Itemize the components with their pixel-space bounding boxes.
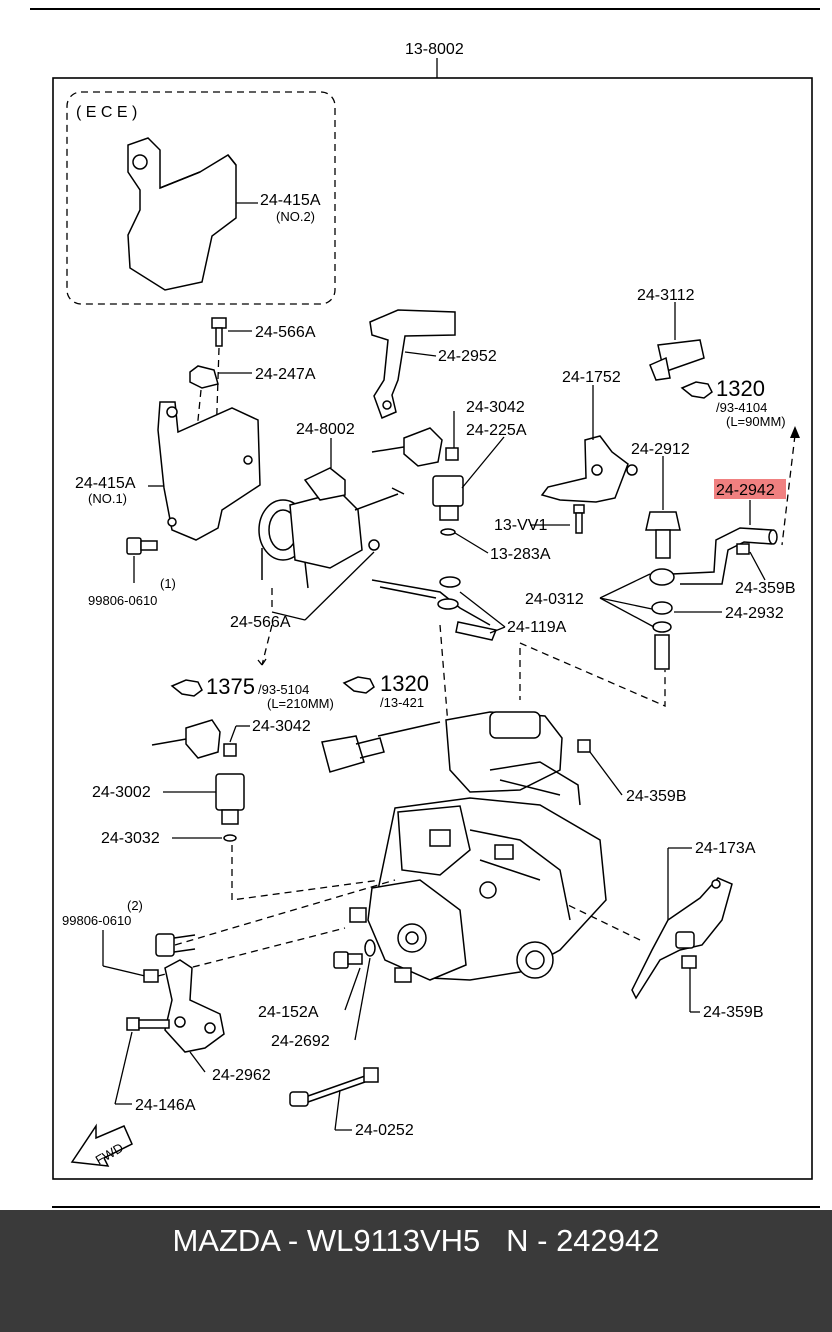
- screw-24-0252-part: [289, 1067, 379, 1107]
- plug-24-3112-part: [649, 339, 705, 381]
- label-24-2962: 24-2962: [212, 1067, 271, 1084]
- label-24-2942: 24-2942: [716, 482, 775, 499]
- screw-13-vv1-part: [573, 504, 585, 534]
- bracket-24-1752-part: [540, 435, 638, 503]
- label-99806-2-index: (2): [127, 898, 143, 913]
- label-24-173a: 24-173A: [695, 840, 756, 857]
- label-24-146a: 24-146A: [135, 1097, 196, 1114]
- label-24-2932: 24-2932: [725, 605, 784, 622]
- injection-pump-part: [349, 711, 607, 983]
- ref-1375-number: 1375: [206, 674, 255, 699]
- fwd-arrow-icon: FWD: [70, 1123, 133, 1168]
- ref-1375: 1375 /93-5104 (L=210MM): [170, 674, 334, 711]
- label-13-vv1: 13-VV1: [494, 517, 547, 534]
- bolt-24-359b-2-part: [577, 739, 591, 753]
- linkage-24-119a-part: [371, 576, 498, 641]
- ref-1320-a-note: (L=90MM): [726, 414, 786, 429]
- ref-1375-note: (L=210MM): [267, 696, 334, 711]
- lever-24-173a-part: [631, 877, 733, 1000]
- label-24-2692: 24-2692: [271, 1033, 330, 1050]
- nut-24-247a-part: [189, 365, 219, 389]
- actuator-24-8002-part: [258, 467, 405, 589]
- connector-part: [321, 721, 441, 773]
- label-24-3112: 24-3112: [637, 287, 695, 304]
- bracket-24-2962-part: [164, 959, 225, 1053]
- label-13-283a: 13-283A: [490, 546, 551, 563]
- label-24-152a: 24-152A: [258, 1004, 319, 1021]
- label-no1: (NO.1): [88, 491, 127, 506]
- bolt-99806-2-part: [143, 969, 159, 983]
- label-99806-2: 99806-0610: [62, 913, 131, 928]
- label-24-3002: 24-3002: [92, 784, 151, 801]
- label-99806-1-index: (1): [160, 576, 176, 591]
- bracket-no2-part: [127, 137, 237, 291]
- sensor-mid-part: [151, 719, 245, 842]
- label-24-0312: 24-0312: [525, 591, 584, 608]
- footer-caption: MAZDA - WL9113VH5 N - 242942: [172, 1223, 660, 1258]
- label-24-247a: 24-247A: [255, 366, 316, 383]
- label-24-1752: 24-1752: [562, 369, 621, 386]
- label-24-415a-no2: 24-415A: [260, 192, 321, 209]
- parts-diagram: 13-8002 ( E C E ) 24-415A (NO.2) 24-566A…: [30, 8, 820, 1208]
- label-24-566a-top: 24-566A: [255, 324, 316, 341]
- sensor-top-part: [371, 427, 464, 536]
- ece-label: ( E C E ): [76, 104, 137, 121]
- label-24-225a: 24-225A: [466, 422, 527, 439]
- bolt-99806-1-part: [126, 537, 158, 555]
- label-24-8002: 24-8002: [296, 421, 355, 438]
- ref-1320-b-number: 1320: [380, 671, 429, 696]
- pipe-24-2942-part: [671, 527, 778, 585]
- label-24-3042-top: 24-3042: [466, 399, 525, 416]
- bracket-24-2952-part: [369, 309, 456, 420]
- label-24-2952: 24-2952: [438, 348, 497, 365]
- label-no2: (NO.2): [276, 209, 315, 224]
- label-24-2912: 24-2912: [631, 441, 690, 458]
- ref-1375-sub: /93-5104: [258, 682, 309, 697]
- ece-box: [66, 91, 336, 305]
- ref-1320-a-number: 1320: [716, 376, 765, 401]
- label-24-119a: 24-119A: [507, 619, 567, 636]
- ref-1320-a: 1320 /93-4104 (L=90MM): [680, 376, 786, 429]
- bracket-no1-part: [157, 401, 261, 541]
- label-24-3042-mid: 24-3042: [252, 718, 311, 735]
- fitting-part: [155, 933, 196, 957]
- ref-1320-a-sub: /93-4104: [716, 400, 767, 415]
- bolt-24-146a-part: [126, 1017, 170, 1031]
- label-24-415a-no1: 24-415A: [75, 475, 136, 492]
- top-assembly-label: 13-8002: [405, 41, 464, 58]
- bolt-24-152a-part: [333, 939, 376, 969]
- label-24-0252: 24-0252: [355, 1122, 414, 1139]
- banjo-bolt-24-2912-part: [645, 511, 681, 559]
- label-24-566a-mid: 24-566A: [230, 614, 291, 631]
- bolt-24-566a-part: [211, 317, 227, 347]
- washers-24-0312-part: [649, 568, 675, 670]
- footer-bar: [0, 1210, 832, 1332]
- label-24-359b-1: 24-359B: [735, 580, 796, 597]
- main-frame: [52, 77, 813, 1180]
- label-24-359b-2: 24-359B: [626, 788, 687, 805]
- ref-1320-b: 1320 /13-421: [342, 671, 429, 710]
- label-24-3032: 24-3032: [101, 830, 160, 847]
- label-24-359b-3: 24-359B: [703, 1004, 764, 1021]
- highlight-24-2942: [714, 479, 786, 499]
- label-99806-1: 99806-0610: [88, 593, 157, 608]
- ref-1320-b-sub: /13-421: [380, 695, 424, 710]
